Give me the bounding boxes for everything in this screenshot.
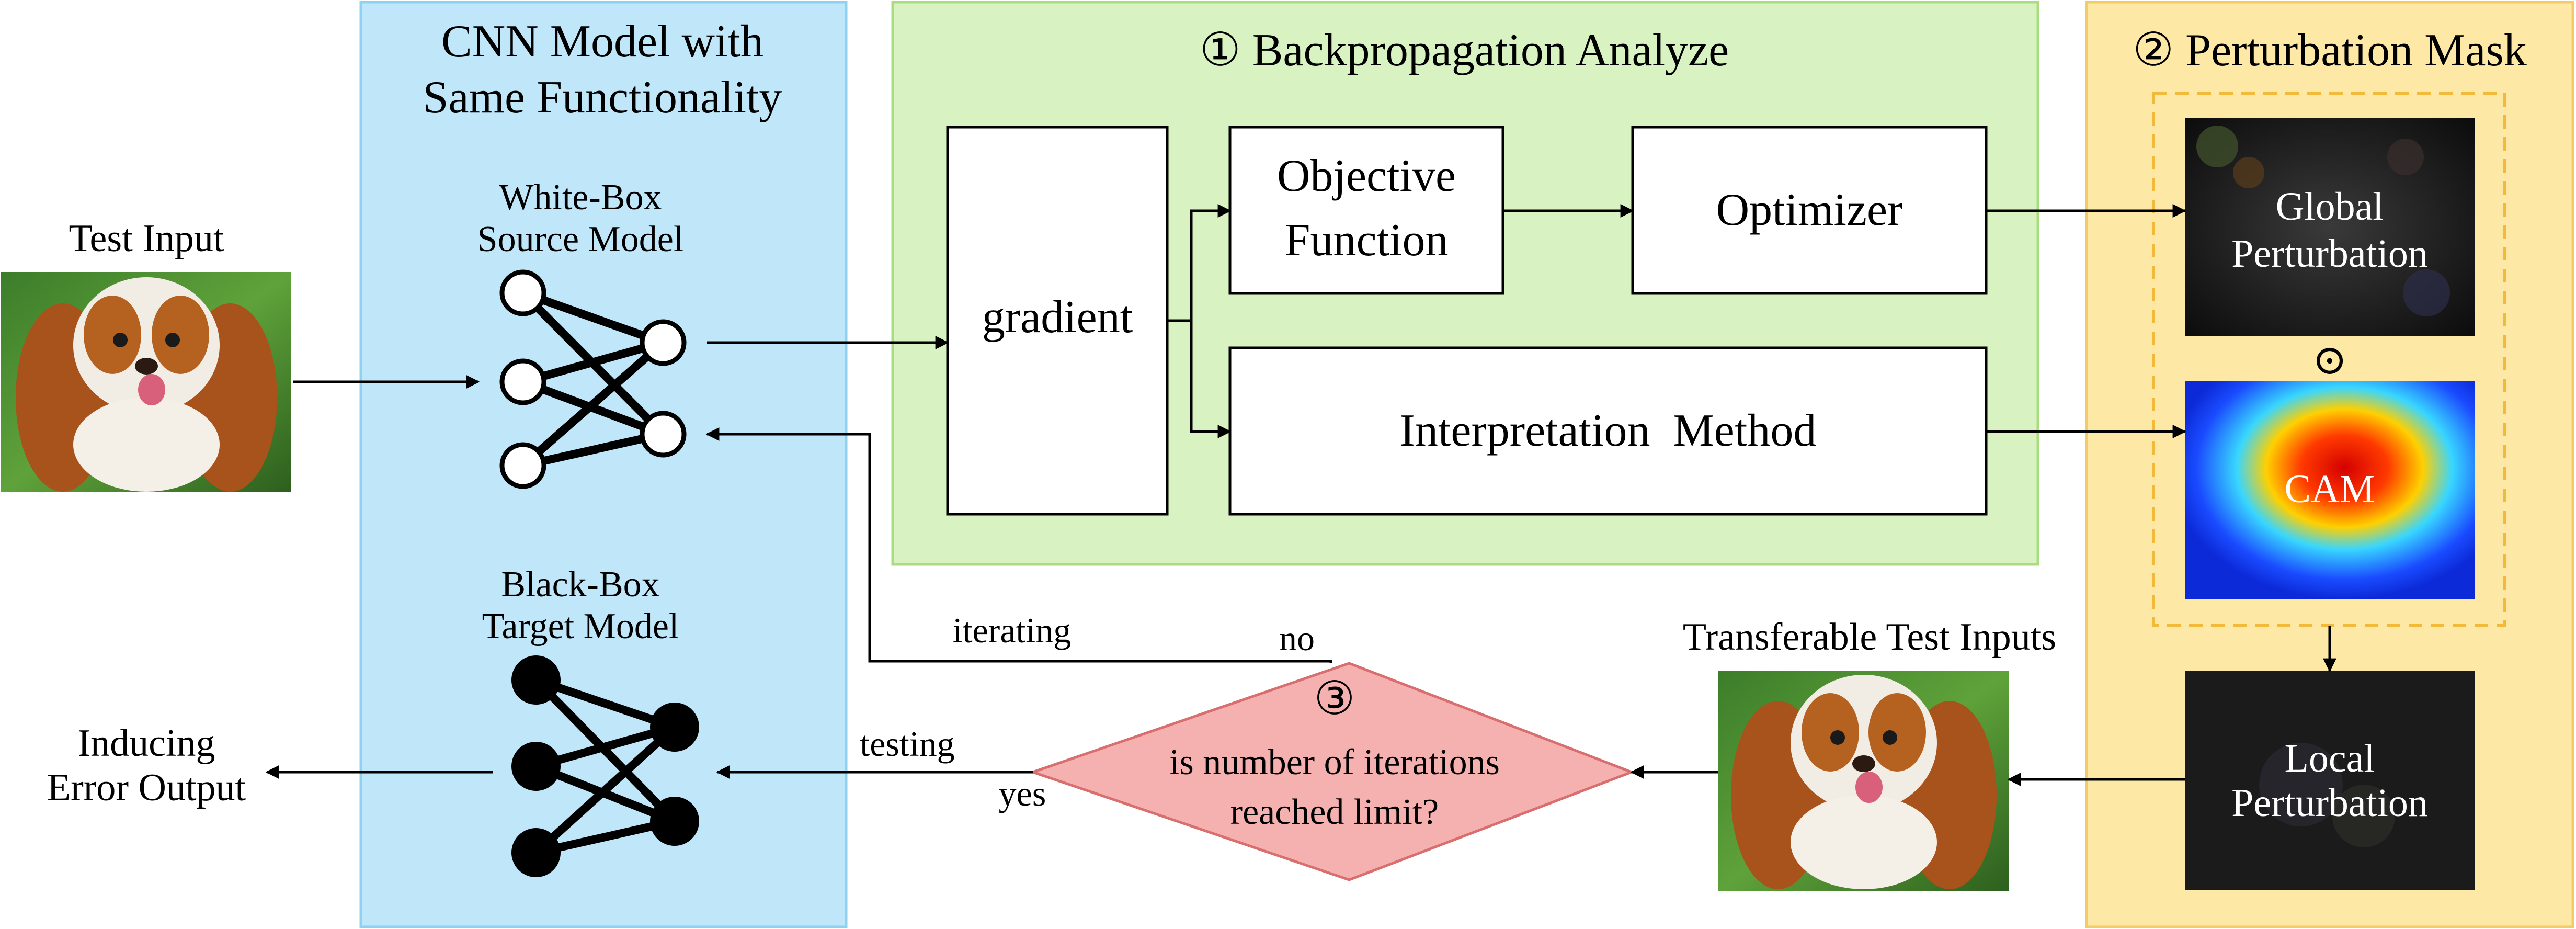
white-box-label-line2: Source Model [477, 219, 684, 259]
global-perturbation-image [2185, 118, 2475, 336]
interpretation-method-box [1228, 346, 1988, 516]
cam-heatmap-image [2185, 381, 2475, 599]
global-perturbation-label-line2: Perturbation [2231, 232, 2428, 276]
objective-function-box [1228, 126, 1504, 295]
yes-label: yes [999, 774, 1046, 813]
cnn-panel-title-line1: CNN Model with [441, 16, 763, 67]
gradient-label: gradient [982, 292, 1133, 343]
interpretation-method-label: Interpretation Method [1400, 405, 1817, 456]
inducing-label-line1: Inducing [77, 722, 215, 765]
local-perturbation-label-line1: Local [2284, 737, 2375, 780]
white-box-nodes [499, 269, 687, 489]
black-box-label-line1: Black-Box [501, 564, 659, 605]
connectors [265, 204, 2336, 786]
arrow-loop-iterating [705, 427, 1332, 663]
no-label: no [1279, 618, 1315, 658]
cam-label: CAM [2284, 467, 2375, 511]
hadamard-product-symbol: ⊙ [2312, 337, 2347, 383]
perturbation-panel-title: ② Perturbation Mask [2133, 25, 2526, 76]
gradient-branch-down [1190, 321, 1232, 438]
transferable-dog-image [1718, 671, 2009, 891]
decision-text-line1: is number of iterations [1169, 742, 1500, 783]
white-box-network [520, 289, 666, 470]
gradient-box [946, 126, 1169, 516]
backprop-panel-title: ① Backpropagation Analyze [1200, 25, 1729, 76]
decision-text-line2: reached limit? [1230, 792, 1439, 832]
cnn-panel-title-line2: Same Functionality [423, 72, 782, 123]
gradient-branch-up [1190, 204, 1232, 321]
optimizer-label: Optimizer [1716, 185, 1903, 235]
decision-number: ③ [1314, 674, 1355, 724]
objective-function-label-line2: Function [1285, 215, 1449, 266]
objective-function-label-line1: Objective [1277, 151, 1456, 201]
optimizer-box [1631, 126, 1988, 295]
white-box-label-line1: White-Box [499, 177, 662, 218]
black-box-nodes [511, 655, 699, 877]
inducing-label-line2: Error Output [47, 766, 246, 809]
local-perturbation-image [2185, 671, 2475, 890]
iterating-label: iterating [953, 610, 1072, 650]
transferable-label: Transferable Test Inputs [1683, 616, 2056, 659]
black-box-label-line2: Target Model [482, 606, 679, 647]
testing-label: testing [860, 724, 954, 764]
test-input-label: Test Input [69, 217, 224, 260]
test-input-dog-image [1, 272, 291, 492]
global-perturbation-label-line1: Global [2276, 185, 2384, 229]
local-perturbation-label-line2: Perturbation [2231, 781, 2428, 825]
